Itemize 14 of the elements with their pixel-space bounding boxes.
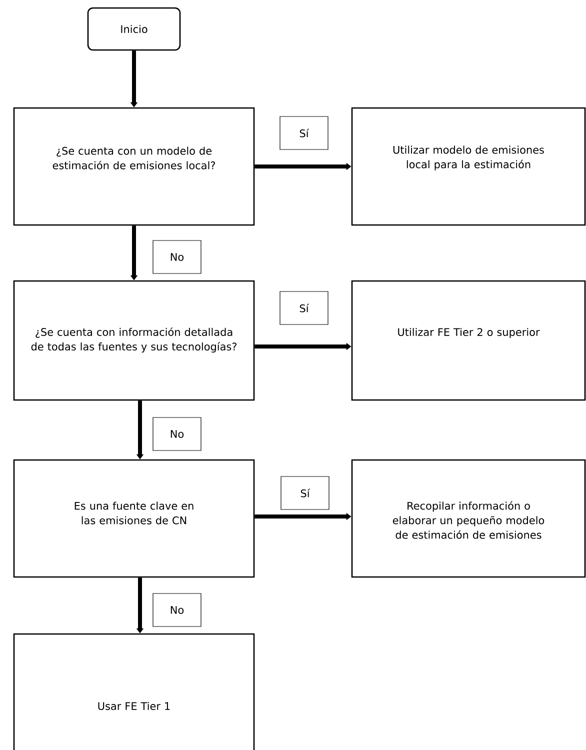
edge-label: No bbox=[152, 593, 202, 627]
edge-label: Sí bbox=[280, 476, 330, 510]
start-box: Inicio bbox=[87, 7, 181, 51]
process-box: Utilizar modelo de emisiones local para la estimación bbox=[351, 107, 586, 226]
decision-box: Es una fuente clave en las emisiones de CN bbox=[13, 459, 255, 578]
edge-label: No bbox=[152, 240, 202, 274]
end-box: Usar FE Tier 1 bbox=[13, 633, 255, 750]
edge-label: Sí bbox=[280, 116, 328, 150]
decision-box: ¿Se cuenta con un modelo de estimación de emisiones local? bbox=[13, 107, 255, 226]
edge-label: Sí bbox=[280, 291, 328, 325]
decision-box: ¿Se cuenta con información detallada de todas las fuentes y sus tecnologías? bbox=[13, 280, 255, 401]
process-box: Utilizar FE Tier 2 o superior bbox=[351, 280, 586, 401]
edge-label: No bbox=[152, 417, 202, 451]
process-box: Recopilar información o elaborar un pequeño modelo de estimación de emisiones bbox=[351, 459, 586, 578]
